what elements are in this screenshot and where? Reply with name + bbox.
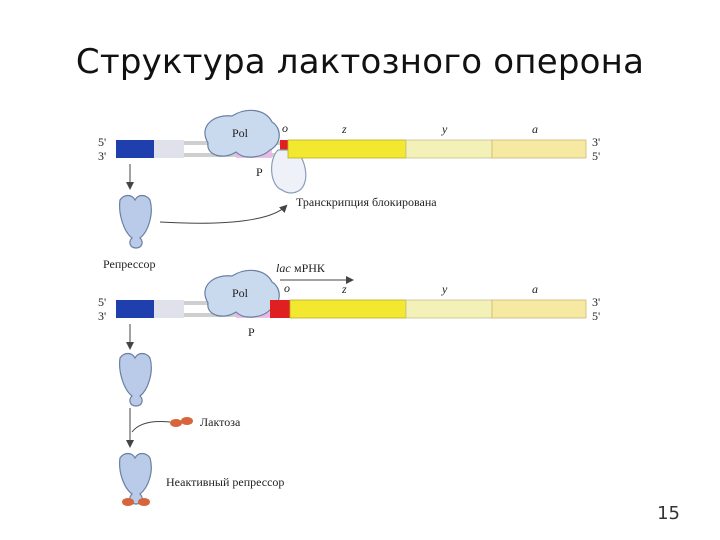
gene-y-block-top — [405, 139, 493, 159]
arrow-repressor-to-operator — [159, 204, 288, 224]
gene-y-block-bottom — [405, 299, 493, 319]
lactose-binding-curve — [131, 421, 171, 433]
gene-z-label-bottom: z — [341, 282, 347, 296]
gene-a-label-top: a — [532, 122, 538, 136]
operon-top: 5' 3' Pol P o z y a 3' 5' Репрессор Т — [98, 109, 600, 271]
gene-a-block-top — [491, 139, 587, 159]
repressor-protein-bottom — [119, 352, 152, 407]
lactose-molecule-2 — [181, 417, 193, 425]
lactose-label: Лактоза — [200, 415, 241, 429]
strand-end-3-bottom-left: 3' — [98, 309, 106, 323]
operator-label-top: o — [282, 121, 288, 135]
operator-block-bottom — [270, 300, 290, 318]
mrna-prefix-label: lac — [276, 261, 291, 275]
strand-end-5-top-left: 5' — [98, 135, 106, 149]
inactive-repressor-label: Неактивный репрессор — [166, 475, 284, 489]
gene-z-block-top — [287, 139, 407, 159]
regulator-gene-block-top — [116, 140, 154, 158]
operator-label-bottom: o — [284, 281, 290, 295]
gene-z-block-bottom — [289, 299, 407, 319]
operator-block-top — [280, 140, 288, 158]
promoter-label-top: P — [256, 165, 263, 179]
pol-label-top: Pol — [232, 126, 249, 140]
repressor-label: Репрессор — [103, 257, 156, 271]
strand-end-3-top-right: 3' — [592, 135, 600, 149]
bound-lactose-1 — [122, 498, 134, 506]
gene-y-label-bottom: y — [441, 282, 448, 296]
gene-z-label-top: z — [341, 122, 347, 136]
inactive-repressor — [119, 452, 152, 505]
strand-end-5-bottom-left: 5' — [98, 295, 106, 309]
strand-end-3-bottom-right: 3' — [592, 295, 600, 309]
rna-polymerase-top — [204, 109, 280, 158]
gene-y-label-top: y — [441, 122, 448, 136]
strand-end-5-bottom-right: 5' — [592, 309, 600, 323]
spacer-block-bottom — [154, 300, 184, 318]
pol-label-bottom: Pol — [232, 286, 249, 300]
mrna-suffix-label: мРНК — [294, 261, 326, 275]
gene-a-label-bottom: a — [532, 282, 538, 296]
repressor-protein — [119, 194, 152, 249]
rna-polymerase-bottom — [204, 269, 280, 318]
regulator-gene-block-bottom — [116, 300, 154, 318]
lactose-molecule-1 — [170, 419, 182, 427]
promoter-label-bottom: P — [248, 325, 255, 339]
bound-lactose-2 — [138, 498, 150, 506]
operon-bottom: lac мРНК 5' 3' Pol P o z y a 3' 5' Лакто… — [98, 261, 600, 506]
spacer-block-top — [154, 140, 184, 158]
slide-title: Структура лактозного оперона — [75, 42, 645, 82]
gene-a-block-bottom — [491, 299, 587, 319]
transcription-blocked-label: Транскрипция блокирована — [296, 195, 437, 209]
bound-repressor-top — [271, 149, 307, 194]
strand-end-5-top-right: 5' — [592, 149, 600, 163]
page-number: 15 — [657, 503, 680, 524]
strand-end-3-top-left: 3' — [98, 149, 106, 163]
